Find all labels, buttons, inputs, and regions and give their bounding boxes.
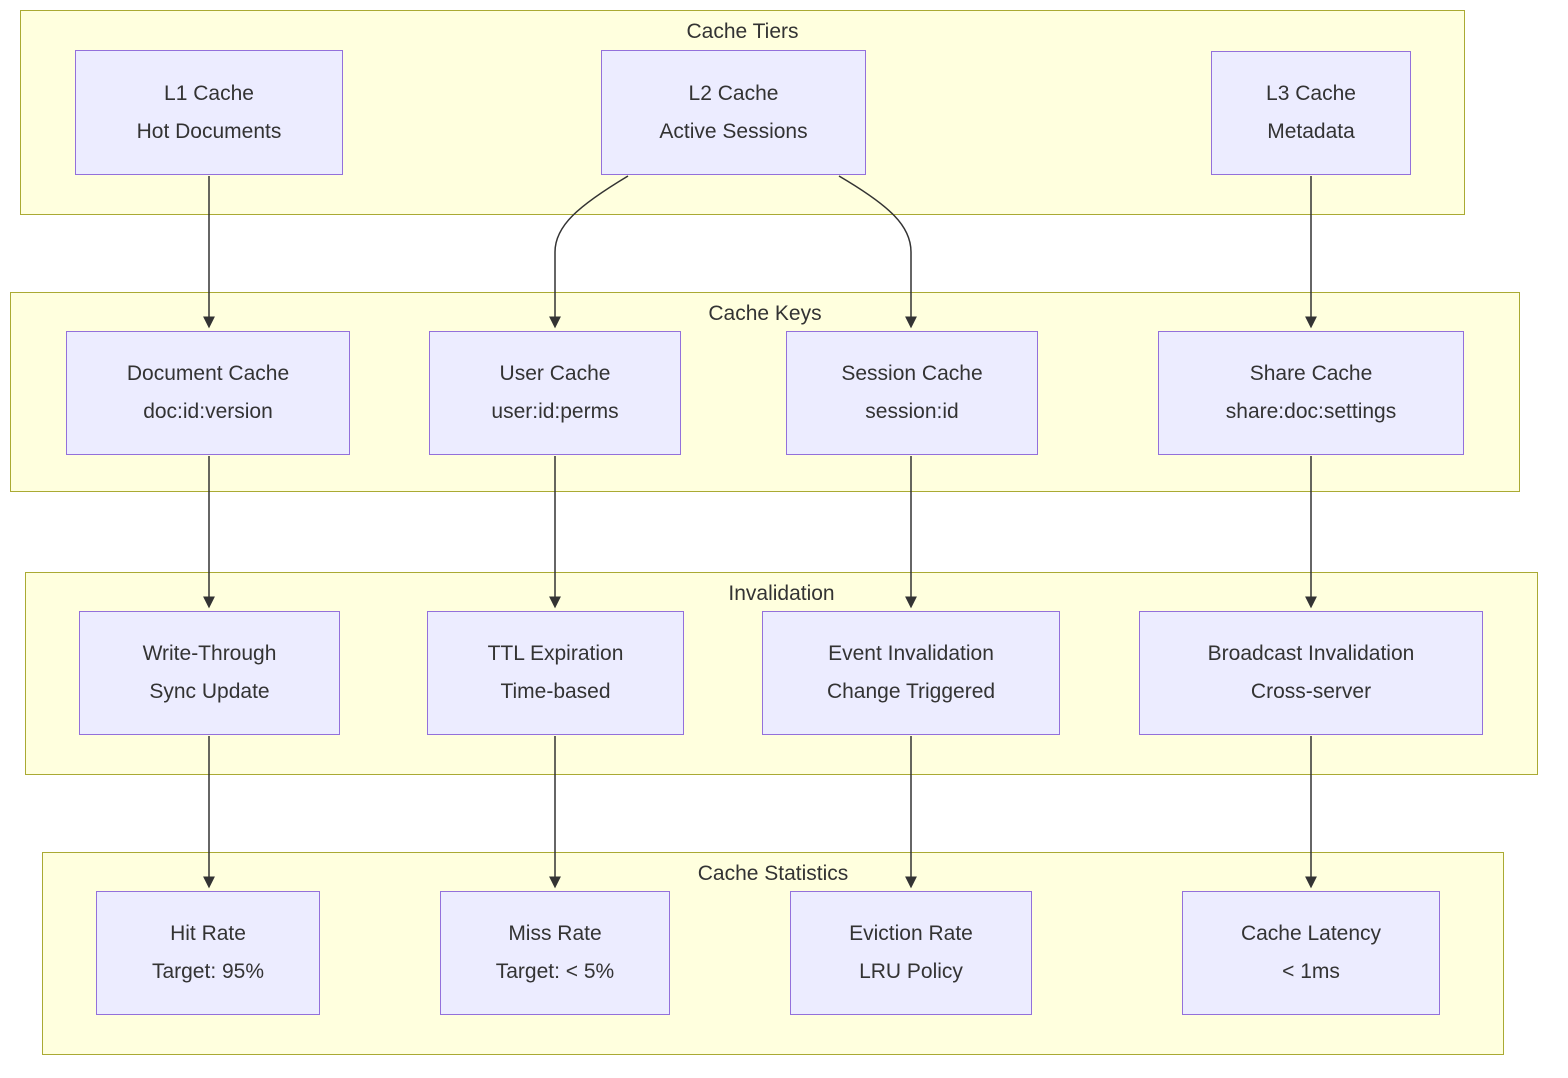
node-l3-cache: L3 Cache Metadata xyxy=(1211,51,1411,175)
node-session-cache-line1: Session Cache xyxy=(841,362,983,385)
node-event-invalidation: Event Invalidation Change Triggered xyxy=(762,611,1060,735)
node-cache-latency-line2: < 1ms xyxy=(1282,960,1340,983)
node-l1-cache-line2: Hot Documents xyxy=(136,119,282,143)
node-share-cache: Share Cache share:doc:settings xyxy=(1158,331,1464,455)
group-title-cache-statistics: Cache Statistics xyxy=(697,862,849,885)
node-l2-cache-line1: L2 Cache xyxy=(688,81,779,105)
node-ttl-expiration: TTL Expiration Time-based xyxy=(427,611,684,735)
node-miss-rate: Miss Rate Target: < 5% xyxy=(440,891,670,1015)
node-broadcast-invalidation: Broadcast Invalidation Cross-server xyxy=(1139,611,1483,735)
node-l2-cache: L2 Cache Active Sessions xyxy=(601,50,866,175)
node-document-cache-line1: Document Cache xyxy=(126,362,290,385)
node-write-through-line2: Sync Update xyxy=(149,680,270,703)
node-eviction-rate: Eviction Rate LRU Policy xyxy=(790,891,1032,1015)
node-document-cache-line2: doc:id:version xyxy=(143,400,273,423)
node-user-cache: User Cache user:id:perms xyxy=(429,331,681,455)
node-l2-cache-line2: Active Sessions xyxy=(659,119,808,143)
node-event-invalidation-line2: Change Triggered xyxy=(826,680,996,703)
node-miss-rate-line1: Miss Rate xyxy=(508,922,602,945)
node-broadcast-invalidation-line1: Broadcast Invalidation xyxy=(1207,642,1415,665)
node-document-cache: Document Cache doc:id:version xyxy=(66,331,350,455)
node-ttl-expiration-line2: Time-based xyxy=(500,680,611,703)
node-cache-latency: Cache Latency < 1ms xyxy=(1182,891,1440,1015)
node-l3-cache-line2: Metadata xyxy=(1267,120,1355,143)
node-write-through-line1: Write-Through xyxy=(142,642,277,665)
node-session-cache: Session Cache session:id xyxy=(786,331,1038,455)
node-eviction-rate-line1: Eviction Rate xyxy=(849,922,973,945)
node-write-through: Write-Through Sync Update xyxy=(79,611,340,735)
node-l3-cache-line1: L3 Cache xyxy=(1266,82,1356,105)
node-hit-rate-line1: Hit Rate xyxy=(170,922,246,945)
node-event-invalidation-line1: Event Invalidation xyxy=(828,642,994,665)
group-title-cache-keys: Cache Keys xyxy=(708,302,822,325)
group-title-invalidation: Invalidation xyxy=(728,582,835,605)
node-cache-latency-line1: Cache Latency xyxy=(1240,922,1382,945)
node-l1-cache-line1: L1 Cache xyxy=(164,81,254,105)
group-title-cache-tiers: Cache Tiers xyxy=(686,20,799,43)
node-ttl-expiration-line1: TTL Expiration xyxy=(487,642,624,665)
node-miss-rate-line2: Target: < 5% xyxy=(495,960,615,983)
node-hit-rate-line2: Target: 95% xyxy=(151,960,265,983)
node-broadcast-invalidation-line2: Cross-server xyxy=(1250,680,1372,703)
node-l1-cache: L1 Cache Hot Documents xyxy=(75,50,343,175)
node-session-cache-line2: session:id xyxy=(865,400,959,423)
node-user-cache-line1: User Cache xyxy=(499,362,611,385)
node-share-cache-line1: Share Cache xyxy=(1249,362,1373,385)
node-share-cache-line2: share:doc:settings xyxy=(1225,400,1397,423)
node-hit-rate: Hit Rate Target: 95% xyxy=(96,891,320,1015)
node-user-cache-line2: user:id:perms xyxy=(491,400,619,423)
node-eviction-rate-line2: LRU Policy xyxy=(859,960,963,983)
